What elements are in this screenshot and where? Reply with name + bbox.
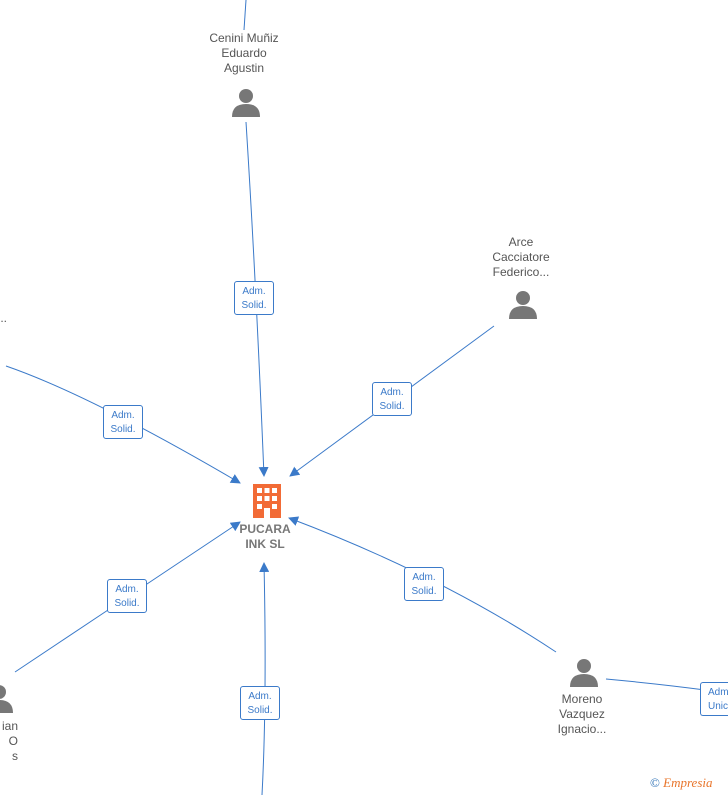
edge-label-right[interactable]: Adm. Unico [700,682,728,716]
copyright-icon: © [650,775,660,790]
person-icon[interactable] [231,87,261,117]
empresia-logo: Empresia [663,775,713,790]
edge-right [605,678,706,691]
edge-label-cenini[interactable]: Adm. Solid. [234,281,274,315]
company-name[interactable]: PUCARA INK SL [239,522,291,551]
person-name-arce[interactable]: Arce Cacciatore Federico... [492,235,550,279]
edge-bottom [259,562,270,795]
edge-label-moreno[interactable]: Adm. Solid. [404,567,444,601]
edge-top-stub [243,0,247,31]
edge-label-left-top[interactable]: Adm. Solid. [103,405,143,439]
person-icon[interactable] [508,289,538,319]
building-icon [253,484,281,518]
edge-label-arce[interactable]: Adm. Solid. [372,382,412,416]
person-name-left-top[interactable]: ... [0,311,7,325]
person-name-moreno[interactable]: Moreno Vazquez Ignacio... [557,692,607,736]
person-icon[interactable] [0,683,14,713]
person-name-cenini[interactable]: Cenini Muñiz Eduardo Agustin [209,31,279,75]
person-name-left-bottom[interactable]: ian O s [1,719,18,763]
watermark: © Empresia [650,775,713,791]
edge-label-left-bottom[interactable]: Adm. Solid. [107,579,147,613]
person-icon[interactable] [569,657,599,687]
edge-label-bottom[interactable]: Adm. Solid. [240,686,280,720]
